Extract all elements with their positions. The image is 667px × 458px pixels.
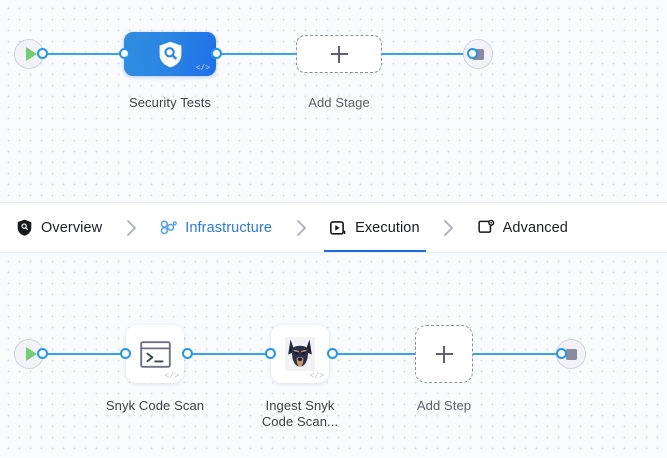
plus-icon — [435, 345, 453, 363]
code-badge: </> — [164, 372, 179, 381]
tab-execution-label: Execution — [355, 219, 420, 236]
tab-overview[interactable]: Overview — [10, 203, 108, 252]
add-stage-label: Add Stage — [308, 95, 370, 110]
tab-infrastructure-label: Infrastructure — [185, 219, 273, 236]
wire-add-stage-to-end — [380, 53, 472, 55]
wire-start-to-security-tests — [42, 53, 128, 55]
shield-search-icon — [159, 41, 181, 67]
step-label-snyk-code-scan: Snyk Code Scan — [105, 398, 205, 413]
step-label-ingest-snyk-code-scan: Ingest Snyk Code Scan... — [230, 398, 370, 430]
hexagon-cluster-icon — [160, 219, 178, 236]
execution-play-icon — [330, 219, 347, 236]
terminal-icon — [139, 340, 171, 368]
wire-add-step-to-end — [473, 353, 561, 355]
port-exec-start-output[interactable] — [37, 348, 48, 359]
play-icon — [25, 347, 37, 361]
add-stage-button[interactable] — [296, 35, 382, 73]
add-step-button[interactable] — [415, 325, 473, 383]
port-snyk-code-scan-input[interactable] — [120, 348, 131, 359]
snyk-doberman-icon — [285, 337, 315, 371]
port-exec-end-input[interactable] — [556, 348, 567, 359]
tab-overview-label: Overview — [41, 219, 103, 236]
tab-separator-3 — [426, 203, 472, 252]
tab-separator-2 — [278, 203, 324, 252]
shield-icon — [16, 219, 33, 236]
code-badge: </> — [309, 372, 324, 381]
wire-snyk-code-scan-to-ingest — [188, 353, 274, 355]
pipeline-end-node[interactable] — [463, 39, 493, 69]
wire-start-to-snyk-code-scan — [42, 353, 128, 355]
steps-canvas[interactable]: </> Snyk Code Scan — [0, 253, 667, 458]
stages-canvas[interactable]: </> Security Tests Add Stage — [0, 0, 667, 202]
wire-security-tests-to-add-stage — [208, 53, 306, 55]
stage-label-security-tests: Security Tests — [128, 95, 212, 110]
plus-icon — [330, 45, 348, 63]
tab-infrastructure[interactable]: Infrastructure — [154, 203, 278, 252]
pipeline-tabbar[interactable]: Overview Infrastructure — [0, 202, 667, 253]
add-step-label: Add Step — [416, 398, 472, 413]
step-node-snyk-code-scan[interactable]: </> — [126, 325, 184, 383]
port-ingest-input[interactable] — [265, 348, 276, 359]
stop-icon — [565, 348, 577, 360]
port-security-tests-output[interactable] — [211, 48, 222, 59]
tab-advanced-label: Advanced — [502, 219, 568, 236]
stage-node-security-tests[interactable]: </> — [124, 32, 216, 76]
card-gear-icon — [478, 219, 495, 236]
port-start-output[interactable] — [37, 48, 48, 59]
step-label-line-2: Code Scan... — [261, 414, 339, 429]
tab-separator-1 — [108, 203, 154, 252]
step-label-line-1: Ingest Snyk — [265, 398, 335, 413]
stop-icon — [472, 48, 484, 60]
port-security-tests-input[interactable] — [119, 48, 130, 59]
tab-advanced[interactable]: Advanced — [472, 203, 574, 252]
port-end-input[interactable] — [467, 48, 478, 59]
port-ingest-output[interactable] — [327, 348, 338, 359]
code-badge: </> — [195, 64, 210, 73]
play-icon — [25, 47, 37, 61]
wire-ingest-to-add-step — [333, 353, 415, 355]
port-snyk-code-scan-output[interactable] — [182, 348, 193, 359]
tab-execution[interactable]: Execution — [324, 203, 426, 252]
step-node-ingest-snyk-code-scan[interactable]: </> — [271, 325, 329, 383]
